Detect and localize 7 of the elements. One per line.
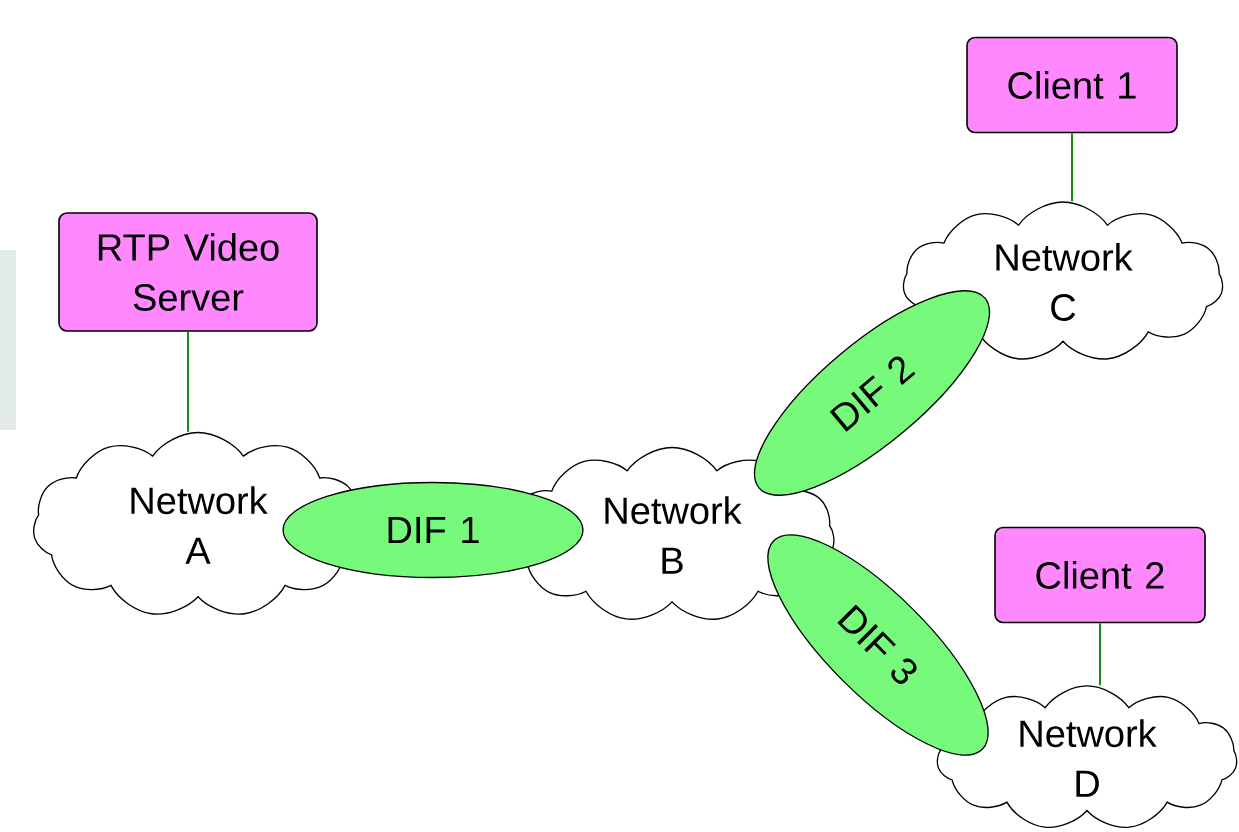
server-box: Client 1 <box>966 36 1178 134</box>
network-cloud: Network D <box>936 685 1238 829</box>
server-box: Client 2 <box>994 526 1206 624</box>
server-box: RTP Video Server <box>58 212 318 332</box>
connector-line <box>1071 132 1073 203</box>
connector-line <box>1099 622 1101 687</box>
connector-line <box>187 330 189 433</box>
